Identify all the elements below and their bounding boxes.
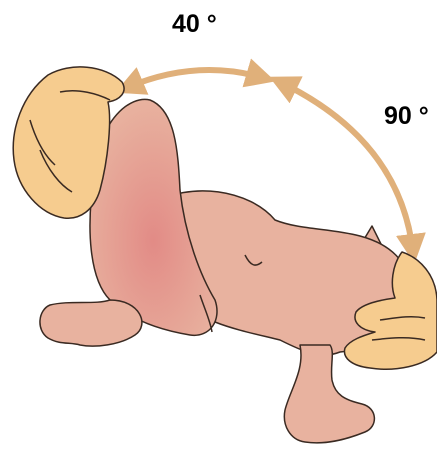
angle-label-90: 90 ° [384,102,429,131]
infant-lower-leg-left [40,300,142,346]
angle-label-40: 40 ° [172,10,217,39]
arrow-40-degrees [126,70,264,88]
